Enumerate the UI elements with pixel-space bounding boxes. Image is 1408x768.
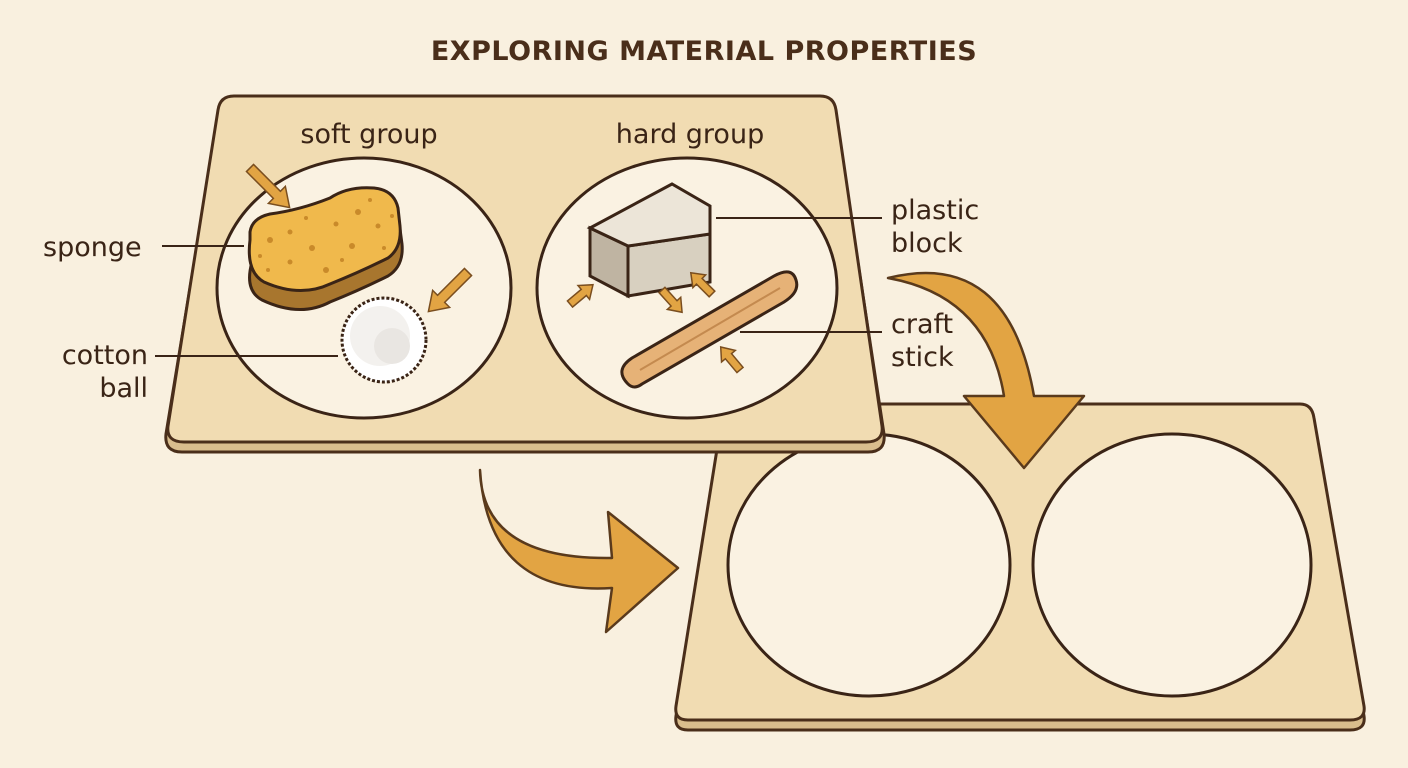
craft-stick-label-line2: stick (891, 342, 954, 373)
craft-stick-illustration (620, 270, 799, 389)
cotton-ball-label-line1: cotton (62, 340, 148, 371)
empty-circle-right (1031, 432, 1313, 698)
cotton-ball-illustration (340, 296, 428, 384)
sponge-illustration (247, 186, 404, 312)
soft-group-label: soft group (300, 119, 437, 150)
cotton-ball-label-line2: ball (99, 373, 148, 404)
craft-stick-label-line1: craft (891, 309, 953, 340)
diagram-title: EXPLORING MATERIAL PROPERTIES (431, 36, 977, 67)
sponge-label: sponge (43, 232, 142, 263)
hard-group-label: hard group (616, 119, 764, 150)
curved-arrow-left (478, 468, 680, 634)
pointer-arrows (245, 163, 745, 374)
empty-circle-left (726, 432, 1012, 698)
curved-arrow-right (886, 271, 1086, 470)
plastic-block-label-line1: plastic (891, 195, 979, 226)
plastic-block-label-line2: block (891, 228, 963, 259)
top-sorting-tray: soft group hard group (164, 94, 886, 454)
plastic-block-illustration (586, 182, 712, 299)
